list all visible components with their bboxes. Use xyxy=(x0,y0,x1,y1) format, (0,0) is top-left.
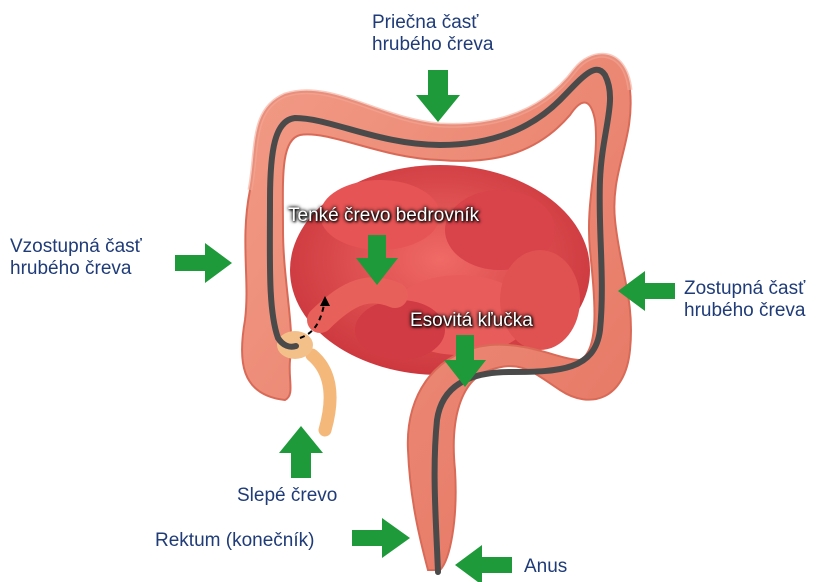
label-cecum: Slepé črevo xyxy=(237,485,337,507)
label-sigmoid: Esovitá kľučka xyxy=(410,310,533,332)
arrow-ascending xyxy=(175,243,232,283)
label-ascending-colon: Vzostupná časť hrubého čreva xyxy=(10,236,142,280)
label-anus: Anus xyxy=(524,556,567,578)
appendix xyxy=(312,355,330,430)
arrow-transverse xyxy=(416,70,460,122)
arrow-anus xyxy=(455,545,512,582)
small-intestine xyxy=(290,165,590,375)
label-descending-colon: Zostupná časť hrubého čreva xyxy=(684,278,805,322)
label-transverse-colon: Priečna časť hrubého čreva xyxy=(372,12,493,56)
label-rectum: Rektum (konečník) xyxy=(155,530,314,552)
label-ileum: Tenké črevo bedrovník xyxy=(288,205,479,227)
arrow-cecum xyxy=(279,426,323,478)
arrow-rectum xyxy=(352,518,410,558)
